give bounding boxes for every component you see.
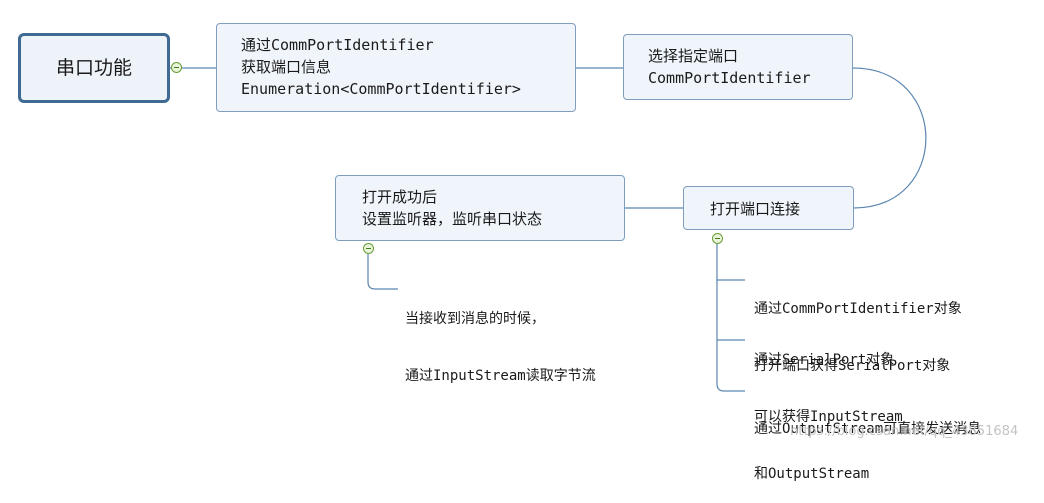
- collapse-icon[interactable]: [712, 233, 723, 244]
- leaf-text-line: 通过InputStream读取字节流: [405, 368, 596, 384]
- leaf-text-line: 通过SerialPort对象: [754, 352, 895, 368]
- node-text-line: CommPortIdentifier: [648, 69, 811, 87]
- node-text-line: 打开成功后: [362, 188, 438, 206]
- leaf-text-line: 打开端口获得SerialPort对象: [754, 358, 951, 374]
- watermark: https://blog.csdn.net/qq_43851684: [790, 424, 1019, 439]
- leaf-text-line: 和OutputStream: [754, 466, 870, 482]
- leaf-node-read-input-stream[interactable]: 当接收到消息的时候， 通过InputStream读取字节流: [405, 272, 596, 405]
- link-step4-leaf: [367, 254, 398, 290]
- node-text-line: 打开端口连接: [710, 200, 801, 218]
- collapse-icon[interactable]: [171, 62, 182, 73]
- node-text-line: 获取端口信息: [241, 58, 332, 76]
- root-node[interactable]: 串口功能: [18, 33, 170, 103]
- node-text-line: 设置监听器，监听串口状态: [362, 210, 543, 228]
- leaf-node-get-serial-port[interactable]: 通过CommPortIdentifier对象 打开端口获得SerialPort对…: [754, 262, 962, 395]
- link-step2-step3: [852, 67, 927, 209]
- leaf-node-send-message[interactable]: 通过OutputStream可直接发送消息: [754, 382, 981, 458]
- leaf-text-line: 当接收到消息的时候，: [405, 311, 545, 327]
- node-text-line: 通过CommPortIdentifier: [241, 36, 434, 54]
- root-label: 串口功能: [55, 57, 132, 79]
- connector-lines: [170, 67, 927, 392]
- leaf-text-line: 可以获得InputStream: [754, 409, 903, 425]
- collapse-icon[interactable]: [363, 243, 374, 254]
- step-node-get-port-info[interactable]: 通过CommPortIdentifier 获取端口信息 Enumeration<…: [216, 23, 576, 112]
- step-node-select-port[interactable]: 选择指定端口 CommPortIdentifier: [623, 34, 853, 100]
- node-text-line: Enumeration<CommPortIdentifier>: [241, 80, 521, 98]
- node-text-line: 选择指定端口: [648, 47, 739, 65]
- step-node-open-connection[interactable]: 打开端口连接: [683, 186, 854, 230]
- leaf-text-line: 通过OutputStream可直接发送消息: [754, 421, 982, 437]
- step-node-set-listener[interactable]: 打开成功后 设置监听器，监听串口状态: [335, 175, 625, 241]
- link-step3-leaves: [716, 244, 745, 392]
- leaf-text-line: 通过CommPortIdentifier对象: [754, 301, 962, 317]
